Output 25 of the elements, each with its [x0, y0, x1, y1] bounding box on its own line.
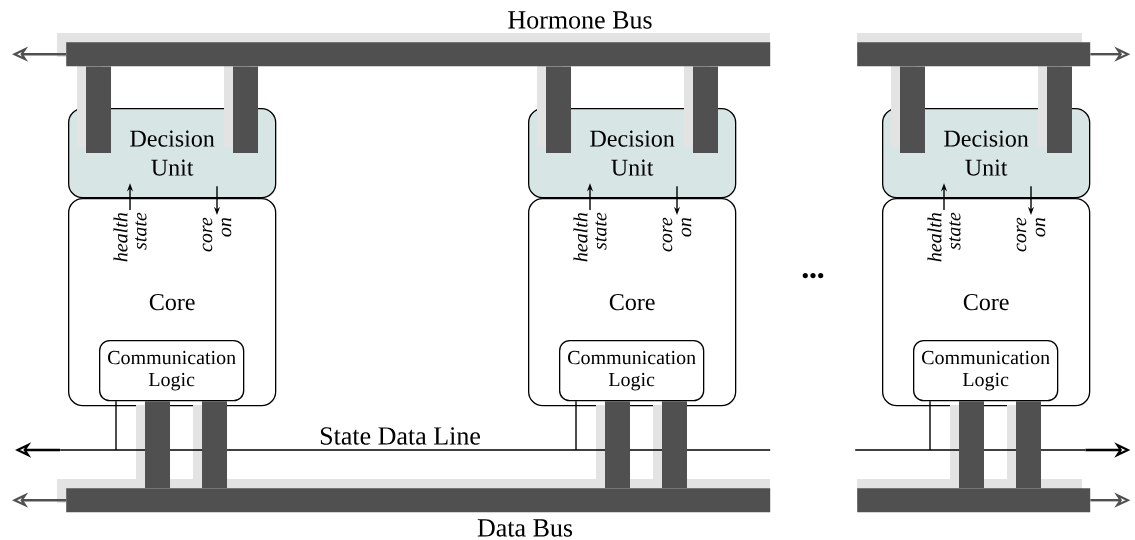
ellipsis-dots: ••• — [802, 273, 824, 279]
bus-stub — [546, 66, 571, 153]
line-label: State Data Line — [320, 427, 480, 445]
logic-box: Communication Logic — [913, 340, 1059, 402]
bus-stub — [233, 66, 258, 153]
edge-label: health state — [573, 212, 607, 262]
connector-line — [115, 400, 117, 451]
bus-stub — [86, 66, 111, 153]
bus-label: Data Bus — [477, 519, 573, 537]
bus-label: Hormone Bus — [508, 11, 652, 29]
bus-stub — [1047, 66, 1072, 153]
edge-label: core on — [1016, 217, 1046, 252]
bus-bar — [857, 42, 1091, 67]
edge-label: health state — [113, 212, 147, 262]
connector-line — [929, 400, 931, 451]
bus-stub — [900, 66, 925, 153]
edge-label: core on — [662, 217, 692, 252]
connector-line — [575, 400, 577, 451]
logic-box: Communication Logic — [559, 340, 705, 402]
logic-box: Communication Logic — [99, 340, 245, 402]
edge-label: core on — [202, 217, 232, 252]
signal-line — [855, 449, 1086, 451]
bus-stub — [693, 66, 718, 153]
edge-label: health state — [927, 212, 961, 262]
bus-bar — [857, 488, 1091, 513]
